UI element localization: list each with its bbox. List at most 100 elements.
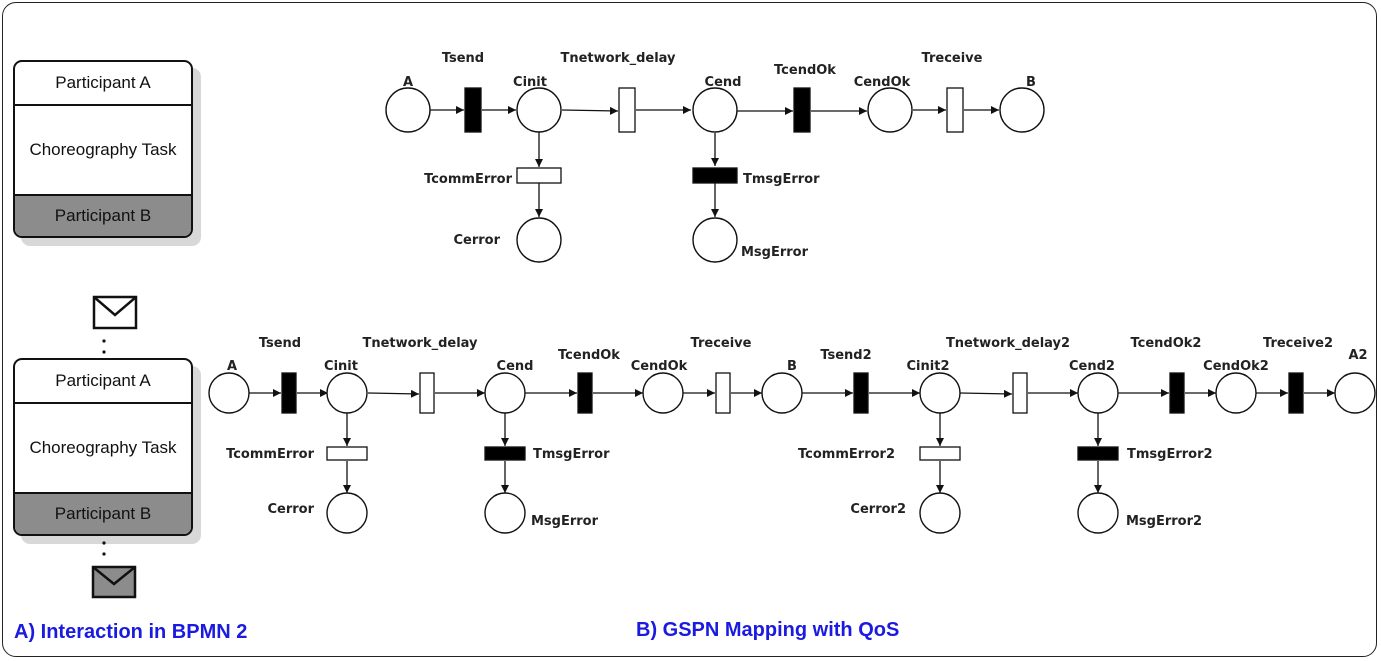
place-msgerror — [692, 217, 738, 263]
labels-net-1: A Cinit Cend CendOk B Cerror MsgError Ts… — [403, 51, 1036, 260]
place-b — [999, 87, 1045, 133]
place-cendok — [642, 372, 684, 414]
transition-tnetwork-delay — [419, 372, 435, 414]
transition-tnetwork-delay — [618, 87, 636, 133]
connector-dots-top — [102, 339, 106, 354]
label-b: B — [787, 359, 797, 374]
place-cend — [692, 87, 738, 133]
place-msgerror2 — [1077, 492, 1119, 534]
place-cerror2 — [919, 492, 961, 534]
place-a — [208, 372, 250, 414]
transition-tsend2 — [853, 372, 869, 414]
place-a2 — [1334, 372, 1376, 414]
transitions-net-1 — [464, 87, 964, 184]
label-cend: Cend — [497, 359, 534, 374]
places-net-1 — [385, 87, 1045, 263]
label-a: A — [227, 359, 237, 374]
label-tnetwork-delay: Tnetwork_delay — [362, 336, 478, 351]
transition-tmsgerror — [484, 446, 526, 461]
label-tsend2: Tsend2 — [820, 348, 871, 363]
transition-tsend — [464, 87, 482, 133]
place-cendok2 — [1215, 372, 1257, 414]
choreography-task-label: Choreography Task — [15, 106, 191, 196]
places-net-2 — [208, 372, 1376, 534]
label-a: A — [403, 75, 413, 90]
place-cerror — [516, 217, 562, 263]
label-tcendok: TcendOk — [774, 63, 836, 78]
label-tmsgerror: TmsgError — [533, 447, 610, 462]
transition-treceive — [946, 87, 964, 133]
label-tsend: Tsend — [259, 336, 301, 351]
labels-net-2: A Cinit Cend CendOk B Cinit2 Cend2 CendO… — [226, 336, 1367, 529]
label-cinit2: Cinit2 — [907, 359, 950, 374]
place-a — [385, 87, 431, 133]
label-tcommerror: TcommError — [424, 172, 513, 187]
label-treceive: Treceive — [922, 51, 983, 66]
transition-tcendok2 — [1169, 372, 1185, 414]
label-cend: Cend — [705, 75, 742, 90]
transition-tcendok — [793, 87, 811, 133]
label-tnetwork-delay2: Tnetwork_delay2 — [946, 336, 1070, 351]
label-treceive: Treceive — [691, 336, 752, 351]
place-cinit2 — [919, 372, 961, 414]
label-cerror: Cerror — [267, 502, 314, 517]
bpmn-caption: A) Interaction in BPMN 2 — [14, 621, 248, 643]
label-treceive2: Treceive2 — [1263, 336, 1333, 351]
label-cerror2: Cerror2 — [850, 502, 906, 517]
label-tmsgerror2: TmsgError2 — [1127, 447, 1213, 462]
envelope-icon — [92, 295, 138, 330]
label-tsend: Tsend — [442, 51, 484, 66]
participant-a-band: Participant A — [15, 62, 191, 106]
envelope-filled-icon — [91, 565, 137, 599]
label-tcendok: TcendOk — [558, 348, 620, 363]
place-cend — [484, 372, 526, 414]
choreography-task-1: Participant A Choreography Task Particip… — [13, 60, 193, 238]
participant-a-band: Participant A — [15, 360, 191, 404]
label-cerror: Cerror — [453, 233, 500, 248]
transitions-net-2 — [281, 372, 1304, 461]
transition-tcommerror — [516, 167, 562, 184]
label-cendok2: CendOk2 — [1203, 359, 1269, 374]
label-tnetwork-delay: Tnetwork_delay — [560, 51, 676, 66]
choreography-task-label: Choreography Task — [15, 404, 191, 494]
participant-b-band: Participant B — [15, 196, 191, 236]
participant-b-band: Participant B — [15, 494, 191, 534]
label-cinit: Cinit — [324, 359, 358, 374]
label-msgerror: MsgError — [741, 245, 809, 260]
place-cinit — [326, 372, 368, 414]
label-cinit: Cinit — [513, 75, 547, 90]
label-tcendok2: TcendOk2 — [1131, 336, 1202, 351]
label-msgerror2: MsgError2 — [1126, 514, 1202, 529]
label-msgerror: MsgError — [531, 514, 599, 529]
choreography-task-2: Participant A Choreography Task Particip… — [13, 358, 193, 536]
place-cendok — [867, 87, 913, 133]
place-cerror — [326, 492, 368, 534]
label-cendok: CendOk — [854, 75, 911, 90]
arcs-net-2 — [249, 389, 1335, 493]
transition-treceive2 — [1288, 372, 1304, 414]
transition-tnetwork-delay2 — [1012, 372, 1028, 414]
transition-tmsgerror — [692, 167, 738, 184]
transition-tcendok — [577, 372, 593, 414]
transition-tmsgerror2 — [1077, 446, 1119, 461]
arcs-net-1 — [430, 106, 999, 217]
place-cend2 — [1077, 372, 1119, 414]
place-msgerror — [484, 492, 526, 534]
connector-dots-bottom — [102, 541, 106, 556]
label-tcommerror2: TcommError2 — [798, 447, 895, 462]
label-tcommerror: TcommError — [226, 447, 315, 462]
transition-tcommerror2 — [919, 446, 961, 461]
gspn-caption: B) GSPN Mapping with QoS — [636, 619, 900, 641]
label-a2: A2 — [1348, 348, 1367, 363]
place-cinit — [516, 87, 562, 133]
label-tmsgerror: TmsgError — [743, 172, 820, 187]
transition-tsend — [281, 372, 297, 414]
label-cend2: Cend2 — [1069, 359, 1115, 374]
label-b: B — [1026, 75, 1036, 90]
label-cendok: CendOk — [631, 359, 688, 374]
transition-treceive — [715, 372, 731, 414]
transition-tcommerror — [326, 446, 368, 461]
place-b — [761, 372, 803, 414]
